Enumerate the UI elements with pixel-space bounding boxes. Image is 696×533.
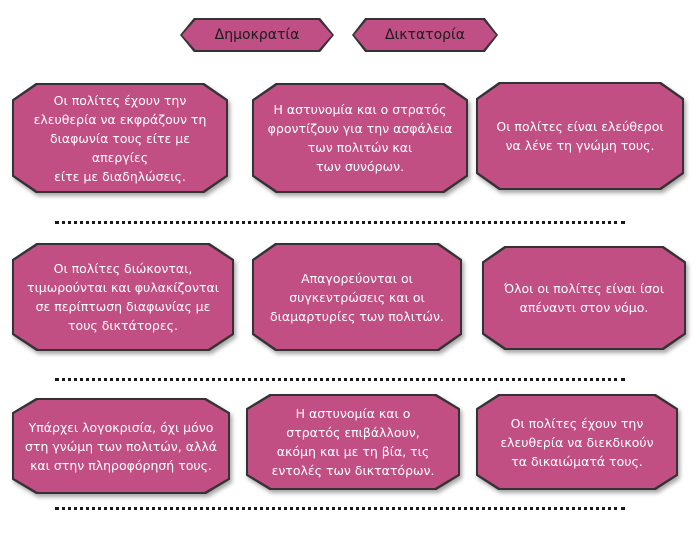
statement-card[interactable]: Οι πολίτες είναι ελεύθεροι να λένε τη γν… bbox=[476, 82, 684, 190]
header-democracy-label: Δημοκρατία bbox=[182, 20, 332, 50]
statement-card[interactable]: Η αστυνομία και ο στρατός επιβάλλουν, ακ… bbox=[246, 394, 460, 490]
statement-card[interactable]: Απαγορεύονται οι συγκεντρώσεις και οι δι… bbox=[252, 243, 462, 351]
statement-card[interactable]: Οι πολίτες έχουν την ελευθερία να διεκδι… bbox=[476, 394, 678, 490]
statement-text: Υπάρχει λογοκρισία, όχι μόνο στη γνώμη τ… bbox=[14, 400, 228, 492]
statement-text: Όλοι οι πολίτες είναι ίσοι απέναντι στον… bbox=[484, 248, 684, 348]
statement-card[interactable]: Οι πολίτες διώκονται, τιμωρούνται και φυ… bbox=[12, 243, 234, 351]
statement-text: Οι πολίτες έχουν την ελευθερία να διεκδι… bbox=[478, 396, 676, 488]
statement-text: Η αστυνομία και ο στρατός φροντίζουν για… bbox=[254, 85, 466, 191]
statement-card[interactable]: Υπάρχει λογοκρισία, όχι μόνο στη γνώμη τ… bbox=[12, 398, 230, 494]
statement-card[interactable]: Η αστυνομία και ο στρατός φροντίζουν για… bbox=[252, 83, 468, 193]
statement-text: Οι πολίτες είναι ελεύθεροι να λένε τη γν… bbox=[478, 84, 682, 188]
header-dictatorship-label: Δικτατορία bbox=[354, 20, 496, 50]
header-dictatorship[interactable]: Δικτατορία bbox=[352, 18, 498, 52]
separator-line bbox=[55, 507, 625, 510]
statement-text: Η αστυνομία και ο στρατός επιβάλλουν, ακ… bbox=[248, 396, 458, 488]
separator-line bbox=[55, 221, 625, 224]
statement-card[interactable]: Όλοι οι πολίτες είναι ίσοι απέναντι στον… bbox=[482, 246, 686, 350]
statement-text: Απαγορεύονται οι συγκεντρώσεις και οι δι… bbox=[254, 245, 460, 349]
header-democracy[interactable]: Δημοκρατία bbox=[180, 18, 334, 52]
statement-text: Οι πολίτες έχουν την ελευθερία να εκφράζ… bbox=[14, 85, 226, 191]
statement-text: Οι πολίτες διώκονται, τιμωρούνται και φυ… bbox=[14, 245, 232, 349]
separator-line bbox=[55, 378, 625, 381]
statement-card[interactable]: Οι πολίτες έχουν την ελευθερία να εκφράζ… bbox=[12, 83, 228, 193]
